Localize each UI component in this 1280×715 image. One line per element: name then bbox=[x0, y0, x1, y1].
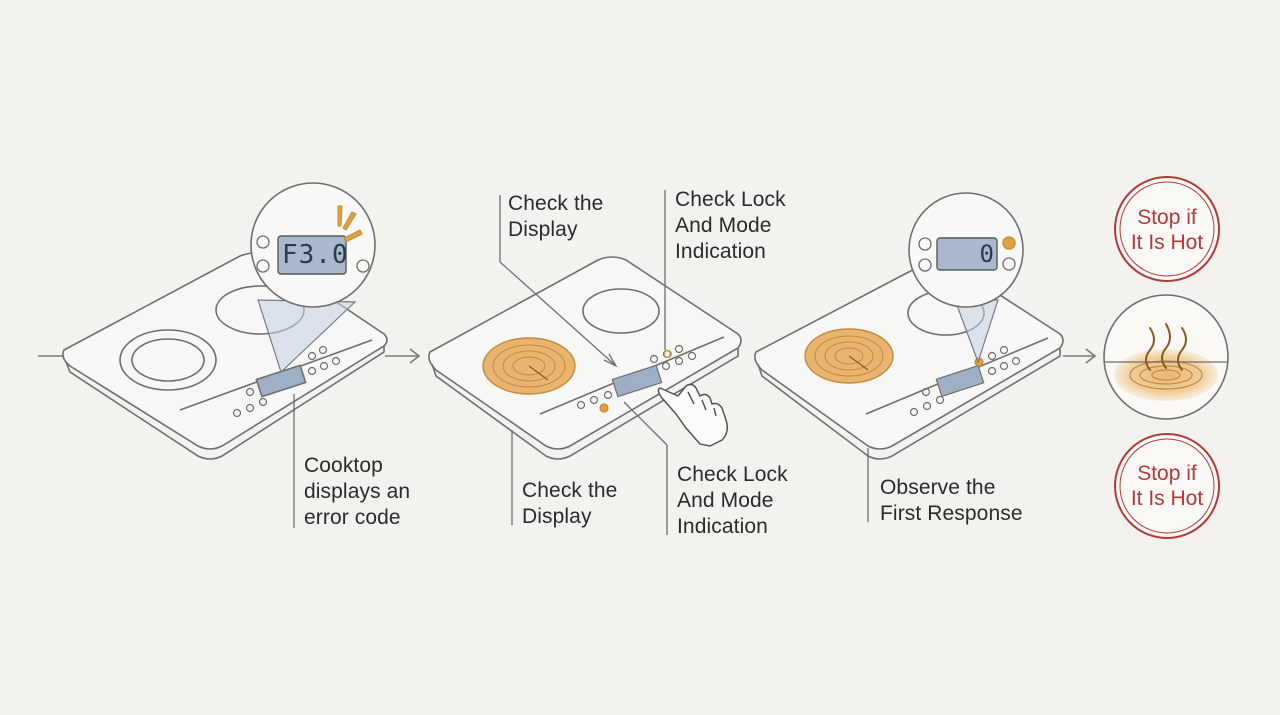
control-buttons bbox=[576, 344, 697, 413]
arrow-right-icon bbox=[1063, 348, 1097, 364]
cooktop-illustration bbox=[754, 260, 1064, 460]
caption-check-lock-top: Check Lock And Mode Indication bbox=[675, 188, 786, 263]
control-buttons bbox=[232, 345, 341, 418]
steam-hot-icon bbox=[1103, 294, 1229, 420]
burner-hot bbox=[482, 337, 576, 395]
stop-badge-top: Stop if It Is Hot bbox=[1130, 206, 1204, 254]
display-code-step3: 0 bbox=[979, 240, 994, 268]
display-screen bbox=[936, 237, 998, 271]
display-code-step1: F3.0 bbox=[282, 240, 349, 270]
burner-hot bbox=[804, 328, 894, 384]
stop-badge-inner-ring bbox=[1119, 181, 1215, 277]
caption-error-code: Cooktop displays an error code bbox=[304, 454, 411, 529]
display-screen bbox=[611, 364, 663, 398]
leader-lines bbox=[499, 190, 668, 535]
caption-check-display-top: Check the Display bbox=[508, 192, 604, 241]
stop-badge-bottom: Stop if It Is Hot bbox=[1130, 462, 1204, 510]
stop-badge-ring bbox=[1114, 176, 1220, 282]
arrow-right-icon bbox=[38, 348, 421, 364]
caption-check-display-bottom: Check the Display bbox=[522, 479, 618, 528]
display-screen bbox=[935, 364, 985, 398]
callout-buttons bbox=[256, 235, 370, 273]
callout-buttons bbox=[918, 236, 1016, 272]
display-screen bbox=[277, 235, 347, 275]
alert-burst-icon bbox=[337, 205, 363, 243]
stop-badge-ring bbox=[1114, 433, 1220, 539]
caption-observe-response: Observe the First Response bbox=[880, 476, 1023, 525]
stop-badge-inner-ring bbox=[1119, 438, 1215, 534]
cooktop-illustration bbox=[428, 256, 742, 460]
pointing-hand-icon bbox=[657, 383, 729, 447]
caption-check-lock-bottom: Check Lock And Mode Indication bbox=[677, 463, 788, 538]
